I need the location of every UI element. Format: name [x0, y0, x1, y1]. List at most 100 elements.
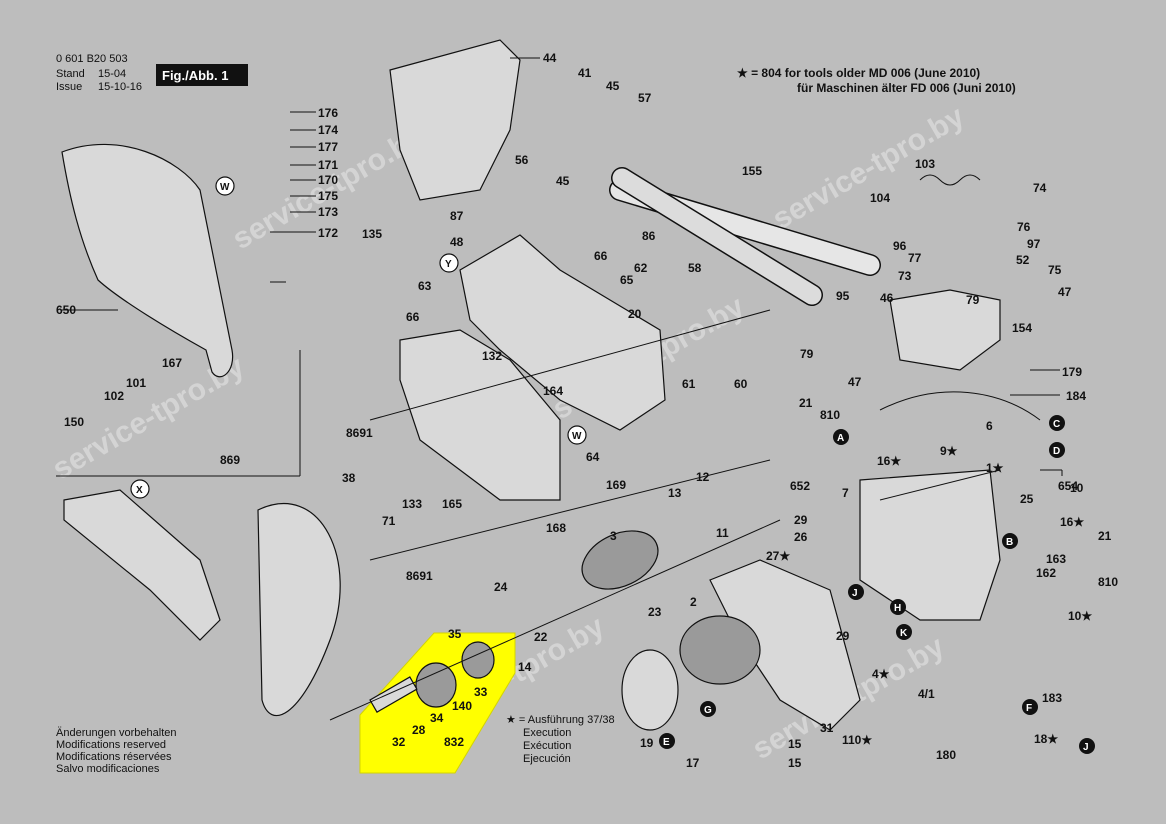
part-label: 79	[966, 293, 980, 307]
connection-callouts: A B C D E F G H J K W X Y	[130, 176, 1095, 754]
execution-line: Execution	[523, 727, 571, 739]
part-label: 16★	[1060, 515, 1084, 529]
part-label: 73	[898, 269, 912, 283]
callout-w: W	[572, 431, 582, 442]
callout-h: H	[894, 603, 901, 614]
part-label: 8691	[406, 569, 433, 583]
callout-k: K	[900, 628, 908, 639]
part-label: 24	[494, 580, 508, 594]
part-label: 31	[820, 721, 834, 735]
note-block: ★ = 804 for tools older MD 006 (June 201…	[737, 66, 1016, 95]
part-label: 46	[880, 291, 894, 305]
part-label: 97	[1027, 237, 1041, 251]
part-label: 12	[696, 470, 710, 484]
blade-cover-shape	[257, 503, 341, 717]
part-label: 132	[482, 349, 502, 363]
part-label: 110★	[842, 733, 872, 747]
mounting-plate-shape	[63, 489, 221, 641]
part-label: 102	[104, 389, 124, 403]
callout-f: F	[1026, 703, 1032, 714]
part-label: 165	[442, 497, 462, 511]
gear-shape	[461, 641, 495, 679]
part-label: 34	[430, 711, 444, 725]
upper-guard-shape	[389, 39, 521, 201]
part-label: 16★	[877, 454, 901, 468]
part-label: 140	[452, 699, 472, 713]
part-label: 32	[392, 735, 406, 749]
part-label: 62	[634, 261, 648, 275]
part-label: 154	[1012, 321, 1032, 335]
callout-y: Y	[445, 259, 452, 270]
part-label: 810	[820, 408, 840, 422]
part-label: 18★	[1034, 732, 1058, 746]
part-label: 45	[606, 79, 620, 93]
part-label: 183	[1042, 691, 1062, 705]
part-label: 71	[382, 514, 396, 528]
part-label: 184	[1066, 389, 1086, 403]
part-label: 21	[799, 396, 813, 410]
motor-housing-shape	[859, 469, 1001, 621]
part-label: 15	[788, 756, 802, 770]
note-line-1: ★ = 804 for tools older MD 006 (June 201…	[737, 66, 980, 80]
part-label: 135	[362, 227, 382, 241]
part-label: 172	[318, 226, 338, 240]
issue-label: Issue	[56, 81, 82, 93]
callout-j2: J	[1083, 742, 1089, 753]
changes-line: Salvo modificaciones	[56, 763, 160, 775]
part-label: 95	[836, 289, 850, 303]
part-label: 168	[546, 521, 566, 535]
header-block: 0 601 B20 503 Stand 15-04 Issue 15-10-16…	[56, 53, 248, 93]
part-label: 155	[742, 164, 762, 178]
part-label: 101	[126, 376, 146, 390]
execution-line: Exécution	[523, 740, 571, 752]
part-label: 57	[638, 91, 652, 105]
part-label: 832	[444, 735, 464, 749]
part-label: 21	[1098, 529, 1112, 543]
part-label: 66	[406, 310, 420, 324]
dust-bag-shape	[61, 143, 234, 378]
part-label: 79	[800, 347, 814, 361]
part-label: 11	[716, 526, 729, 540]
part-label: 810	[1098, 575, 1118, 589]
part-label: 58	[688, 261, 702, 275]
callout-d: D	[1053, 446, 1060, 457]
part-label: 150	[64, 415, 84, 429]
callout-j: J	[852, 588, 858, 599]
part-label: 10	[1070, 481, 1084, 495]
part-label: 28	[412, 723, 426, 737]
part-label: 45	[556, 174, 570, 188]
part-label: 180	[936, 748, 956, 762]
callout-w-top: W	[220, 182, 230, 193]
part-label: 35	[448, 627, 462, 641]
part-label: 170	[318, 173, 338, 187]
part-label: 6	[986, 419, 993, 433]
part-label: 650	[56, 303, 76, 317]
part-label: 4★	[872, 667, 890, 681]
part-label: 7	[842, 486, 849, 500]
part-label: 61	[682, 377, 696, 391]
figure-label-box	[156, 64, 248, 86]
bearing-shape	[415, 662, 457, 708]
footer-changes: Änderungen vorbehalten Modifications res…	[56, 727, 176, 775]
part-label: 175	[318, 189, 338, 203]
part-label: 869	[220, 453, 240, 467]
part-label: 77	[908, 251, 922, 265]
part-label: 27★	[766, 549, 790, 563]
part-label: 9★	[940, 444, 958, 458]
callout-e: E	[663, 737, 670, 748]
part-label: 75	[1048, 263, 1062, 277]
part-label: 76	[1017, 220, 1031, 234]
part-label: 177	[318, 140, 338, 154]
part-label: 65	[620, 273, 634, 287]
part-label: 44	[543, 51, 557, 65]
part-label: 2	[690, 595, 697, 609]
part-label: 3	[610, 529, 617, 543]
part-label: 56	[515, 153, 529, 167]
part-label: 174	[318, 123, 338, 137]
part-label: 25	[1020, 492, 1034, 506]
part-label: 29	[794, 513, 808, 527]
part-label: 33	[474, 685, 488, 699]
part-label: 15	[788, 737, 802, 751]
